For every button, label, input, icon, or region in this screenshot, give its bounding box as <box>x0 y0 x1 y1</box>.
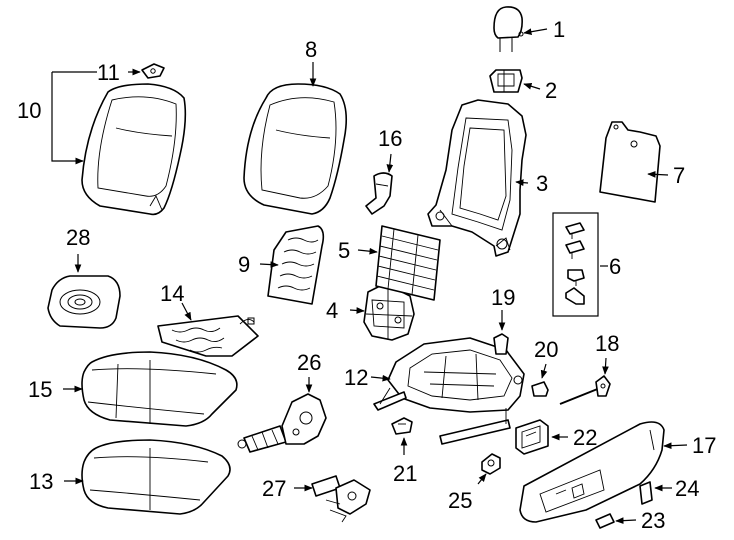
callout-10: 10 <box>17 98 41 123</box>
seat-back-springs-part[interactable] <box>375 225 441 301</box>
seat-cushion-heater-part[interactable] <box>157 315 259 357</box>
callout-13: 13 <box>29 469 53 494</box>
callout-25: 25 <box>448 488 472 513</box>
seat-cushion-pad-part[interactable] <box>81 439 231 515</box>
speaker-part[interactable] <box>47 275 121 329</box>
retaining-clip-part[interactable] <box>531 381 549 397</box>
headrest-guide-part[interactable] <box>489 69 523 93</box>
callout-23: 23 <box>641 508 665 533</box>
seat-back-cover-part[interactable] <box>243 83 348 215</box>
seat-motor-part[interactable] <box>237 393 327 453</box>
callout-16: 16 <box>378 126 402 151</box>
small-bracket-part[interactable] <box>493 333 509 355</box>
callout-9: 9 <box>238 252 250 277</box>
callout-22: 22 <box>573 425 597 450</box>
callout-3: 3 <box>536 171 548 196</box>
callout-2: 2 <box>545 78 557 103</box>
callout-20: 20 <box>534 337 558 362</box>
clip-part[interactable] <box>141 63 165 79</box>
callout-21: 21 <box>393 461 417 486</box>
release-cable-part[interactable] <box>559 375 611 405</box>
seat-side-shield-part[interactable] <box>519 421 665 523</box>
callout-11: 11 <box>97 60 120 85</box>
recliner-cover-part[interactable] <box>365 172 393 215</box>
callout-8: 8 <box>305 37 317 62</box>
callout-28: 28 <box>66 225 90 250</box>
lever-knob-part[interactable] <box>639 481 653 505</box>
headrest-part[interactable] <box>493 6 524 52</box>
callout-4: 4 <box>326 298 338 323</box>
connector-part[interactable] <box>391 417 413 435</box>
callout-27: 27 <box>262 476 286 501</box>
switch-knob-part[interactable] <box>595 513 615 529</box>
callout-14: 14 <box>160 281 184 306</box>
callout-1: 1 <box>553 17 565 42</box>
seat-back-cushion-part[interactable] <box>81 83 187 216</box>
seat-back-panel-part[interactable] <box>599 121 661 203</box>
seat-back-frame-part[interactable] <box>427 99 527 257</box>
callout-19: 19 <box>491 285 515 310</box>
seat-switch-part[interactable] <box>515 419 549 455</box>
fastener-kit-part[interactable] <box>552 212 599 317</box>
callout-17: 17 <box>692 433 716 458</box>
callout-7: 7 <box>673 163 685 188</box>
callout-5: 5 <box>338 238 350 263</box>
callout-6: 6 <box>609 254 621 279</box>
callout-12: 12 <box>344 365 368 390</box>
plug-part[interactable] <box>481 453 501 475</box>
callout-15: 15 <box>28 377 52 402</box>
height-motor-part[interactable] <box>311 475 371 523</box>
callout-24: 24 <box>675 476 699 501</box>
callout-18: 18 <box>595 331 619 356</box>
seat-frame-part[interactable] <box>373 337 525 445</box>
callout-26: 26 <box>297 350 321 375</box>
seat-back-heater-part[interactable] <box>267 225 325 305</box>
seat-cushion-cover-part[interactable] <box>81 351 238 427</box>
